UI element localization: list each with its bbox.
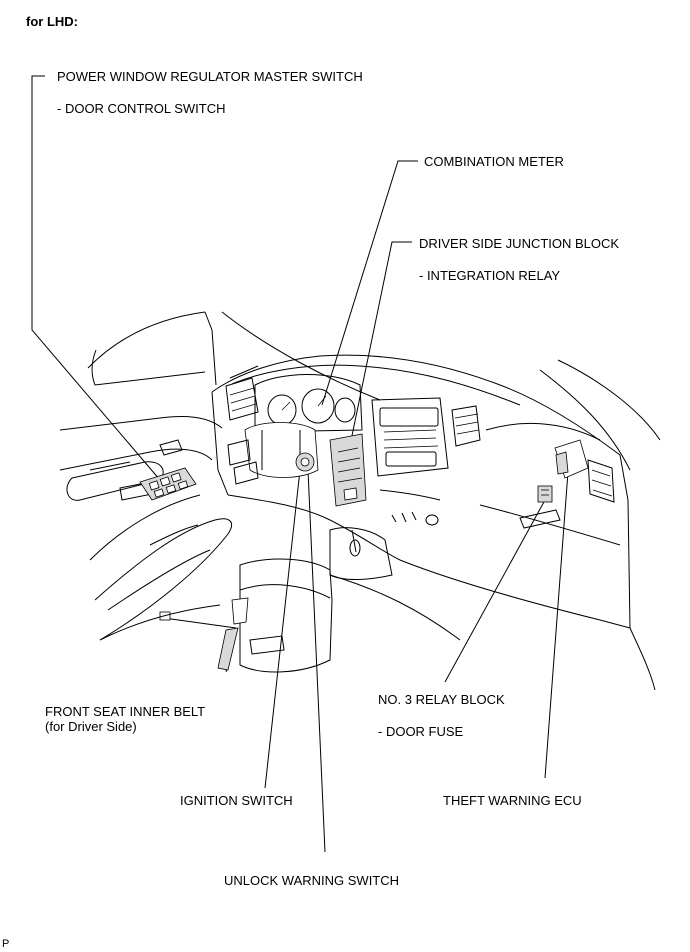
- junction-block-part: [329, 433, 367, 507]
- footer-code: P: [2, 938, 10, 950]
- leader-theft-warning-ecu: [544, 471, 569, 779]
- label-for-driver-side: (for Driver Side): [45, 719, 137, 734]
- label-no3-relay-block: NO. 3 RELAY BLOCK: [378, 692, 505, 707]
- dashboard-illustration: [211, 354, 631, 629]
- leader-ignition-switch: [264, 469, 301, 789]
- leader-lines: [31, 75, 569, 853]
- relay-block-part: [537, 485, 553, 503]
- theft-ecu-part: [554, 439, 589, 479]
- leader-no3-relay-block: [444, 499, 546, 683]
- ignition-switch-part: [295, 452, 315, 472]
- diagram-heading: for LHD:: [26, 14, 78, 29]
- master-switch-part: [139, 467, 197, 501]
- windshield-outline: [221, 311, 661, 471]
- label-pw-master-switch: POWER WINDOW REGULATOR MASTER SWITCH: [57, 69, 363, 84]
- label-door-control-switch: - DOOR CONTROL SWITCH: [57, 101, 226, 116]
- label-combination-meter: COMBINATION METER: [424, 154, 564, 169]
- passenger-floor-outline: [99, 604, 656, 691]
- label-front-seat-inner-belt: FRONT SEAT INNER BELT: [45, 704, 206, 719]
- label-unlock-warning-switch: UNLOCK WARNING SWITCH: [224, 873, 400, 888]
- leader-driver-side-jb: [347, 241, 412, 456]
- label-driver-side-junction-block: DRIVER SIDE JUNCTION BLOCK: [419, 236, 620, 251]
- seat-belt-buckle-part: [159, 597, 249, 671]
- label-ignition-switch: IGNITION SWITCH: [180, 793, 293, 808]
- label-integration-relay: - INTEGRATION RELAY: [419, 268, 561, 283]
- driver-door-illustration: [59, 311, 232, 641]
- label-door-fuse: - DOOR FUSE: [378, 724, 464, 739]
- label-theft-warning-ecu: THEFT WARNING ECU: [443, 793, 582, 808]
- leader-pw-master-switch: [31, 75, 161, 481]
- center-console-illustration: [159, 527, 461, 673]
- leader-combination-meter: [321, 160, 418, 406]
- leader-unlock-warning-switch: [307, 469, 326, 853]
